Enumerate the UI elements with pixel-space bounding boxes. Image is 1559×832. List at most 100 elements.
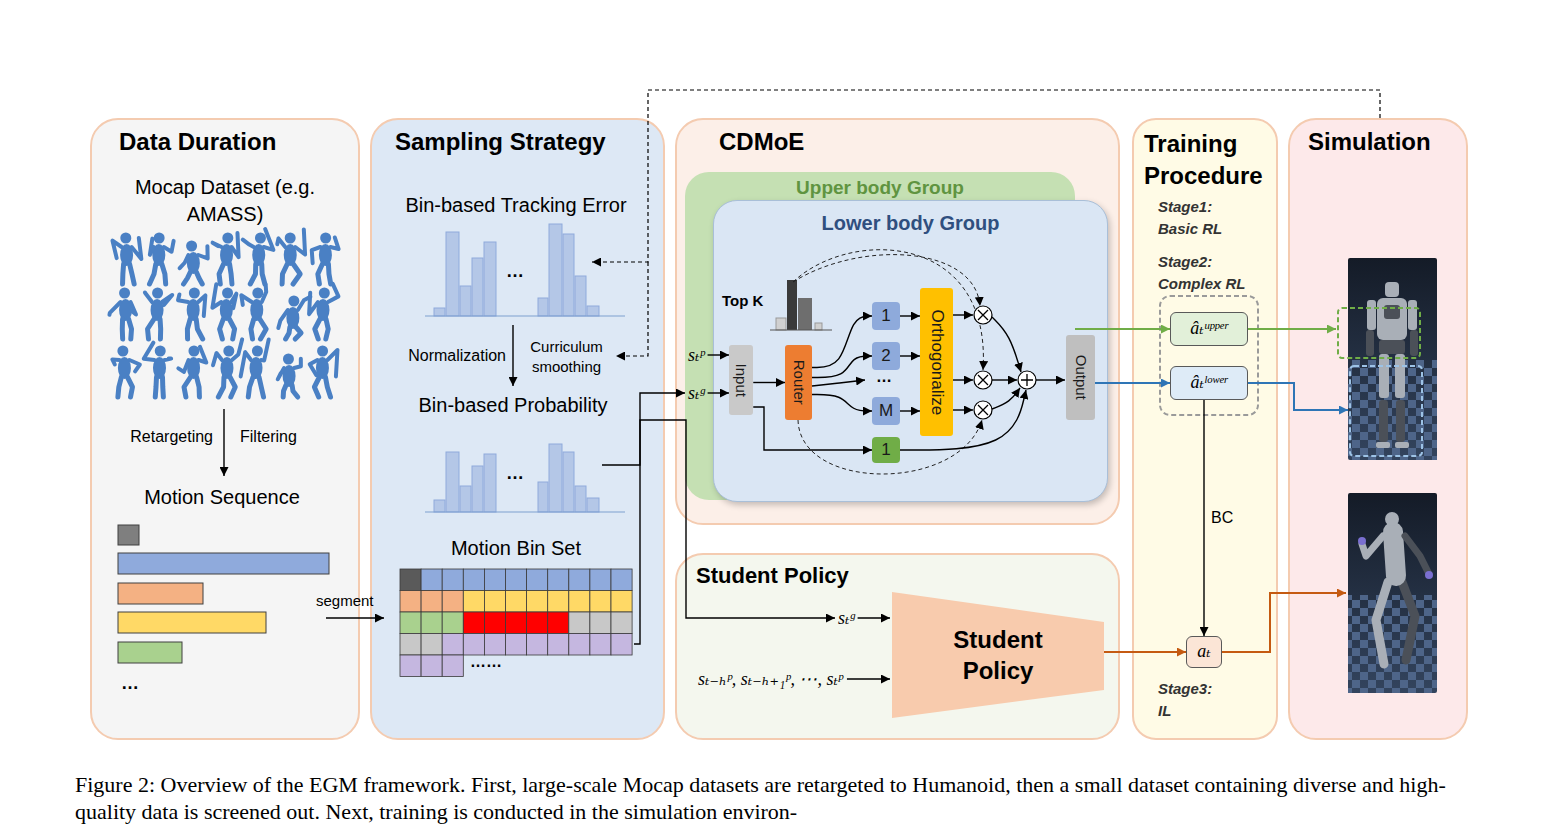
sequence-bar — [118, 612, 266, 633]
label-holder: … — [121, 674, 139, 692]
histogram-bar — [587, 498, 599, 512]
figure-caption: Figure 2: Overview of the EGM framework.… — [75, 772, 1446, 824]
process-arrow — [326, 617, 384, 618]
action-arrow — [1248, 383, 1348, 410]
label-holder: … — [506, 262, 524, 280]
label-holder: segment — [316, 592, 374, 610]
histogram-bar — [484, 454, 496, 512]
bin-cell — [506, 569, 527, 591]
bin-cell — [421, 655, 442, 677]
bin-cell — [506, 612, 527, 634]
process-arrow — [223, 409, 224, 476]
label-holder: Mocap Dataset (e.g. AMASS) — [130, 174, 320, 228]
sequence-bar — [118, 525, 139, 545]
floor-grid — [1348, 360, 1437, 460]
bin-cell — [463, 612, 484, 634]
human-figure — [312, 233, 339, 285]
topk-bar — [798, 298, 812, 330]
trapezoid-shape — [892, 592, 1104, 718]
bin-cell — [611, 569, 632, 591]
router-line — [812, 380, 865, 386]
step-label: segment — [316, 592, 374, 609]
bin-cell — [442, 612, 463, 634]
human-figure — [278, 354, 301, 398]
bin-cell — [421, 591, 442, 613]
human-figure — [180, 241, 208, 285]
bin-cell — [548, 569, 569, 591]
connector-arrow — [1104, 651, 1186, 653]
bin-cell — [463, 634, 484, 656]
action-arrow — [1248, 328, 1336, 330]
bin-cell — [548, 634, 569, 656]
section-panel: CDMoEUpper body GroupLower body GroupInp… — [675, 118, 1120, 525]
section-label: Bin-based Probability — [419, 394, 608, 416]
human-figure — [278, 296, 310, 340]
step-label: Retargeting — [130, 428, 213, 445]
histogram-axis — [425, 315, 625, 316]
histogram-bar — [472, 258, 483, 316]
topk-axis — [770, 330, 832, 331]
gating-line — [793, 255, 980, 306]
label-holder: sₜᵖ — [688, 345, 705, 367]
label-holder: sₜᵍ — [838, 608, 855, 630]
connector-arrow — [753, 382, 785, 383]
histogram-bar — [563, 234, 574, 316]
label-holder: Normalization — [378, 346, 506, 365]
section-label: Bin-based Tracking Error — [405, 194, 626, 216]
action-box: âₜˡᵒʷᵉʳ — [1170, 366, 1248, 400]
stage-label: Stage3: IL — [1158, 680, 1212, 719]
panel-title: Student Policy — [696, 563, 1118, 589]
bin-cell — [506, 591, 527, 613]
robot-part — [1379, 400, 1388, 442]
histogram-bar — [460, 286, 471, 316]
label-holder: …… — [470, 654, 502, 670]
human-figure — [213, 339, 242, 397]
histogram-bar — [434, 308, 445, 316]
flow-line — [992, 379, 1017, 380]
multiply-symbol — [974, 371, 992, 389]
human-figure — [178, 288, 205, 340]
bin-cell — [590, 612, 611, 634]
flow-line — [953, 314, 973, 315]
action-group-outline — [1160, 296, 1258, 415]
histogram-bar — [484, 242, 496, 316]
ellipsis: … — [506, 463, 524, 483]
sum-symbol — [1018, 371, 1036, 389]
bin-cell — [442, 591, 463, 613]
ellipsis: … — [506, 261, 524, 281]
router-block: Router — [785, 345, 812, 420]
edge-label: BC — [1211, 509, 1233, 526]
label-holder: Stage1: Basic RL — [1158, 196, 1250, 240]
data-line — [634, 420, 835, 644]
panel-title: Data Duration — [119, 128, 358, 157]
section-label: Motion Bin Set — [451, 537, 581, 559]
histogram-axis — [425, 511, 625, 512]
sequence-bar — [118, 642, 182, 663]
human-figure — [113, 233, 142, 285]
expert-box: 2 — [872, 342, 900, 370]
panel-title: Sampling Strategy — [395, 128, 663, 157]
label-holder: sₜ₋ₕᵖ, sₜ₋ₕ₊₁ᵖ, ⋯, sₜᵖ — [698, 669, 843, 691]
bin-cell — [548, 591, 569, 613]
histogram-bar — [434, 500, 445, 512]
box-label: Output — [1072, 355, 1089, 400]
multiply-symbol — [974, 306, 992, 324]
bin-cell — [611, 591, 632, 613]
stage-label: Stage2: Complex RL — [1158, 253, 1246, 292]
box-label: 1 — [881, 441, 890, 460]
label-holder: Motion Sequence — [112, 485, 332, 509]
panel-title: Lower body Group — [714, 211, 1107, 235]
histogram-bar — [446, 232, 459, 316]
upper-body-outline — [1338, 308, 1420, 358]
orthogonalize-block: Orthogonalize — [920, 288, 953, 436]
caption-holder: Figure 2: Overview of the EGM framework.… — [75, 771, 1487, 825]
expert-box: 1 — [872, 302, 900, 330]
connector-arrow — [753, 407, 872, 450]
student-policy-network: Student Policy — [892, 592, 1104, 718]
human-figure — [309, 284, 338, 339]
bin-cell — [400, 591, 421, 613]
step-label: Curriculum smoothing — [530, 338, 603, 375]
action-box: aₜ — [1186, 636, 1222, 668]
bin-cell — [569, 612, 590, 634]
multiply-symbol — [974, 401, 992, 419]
